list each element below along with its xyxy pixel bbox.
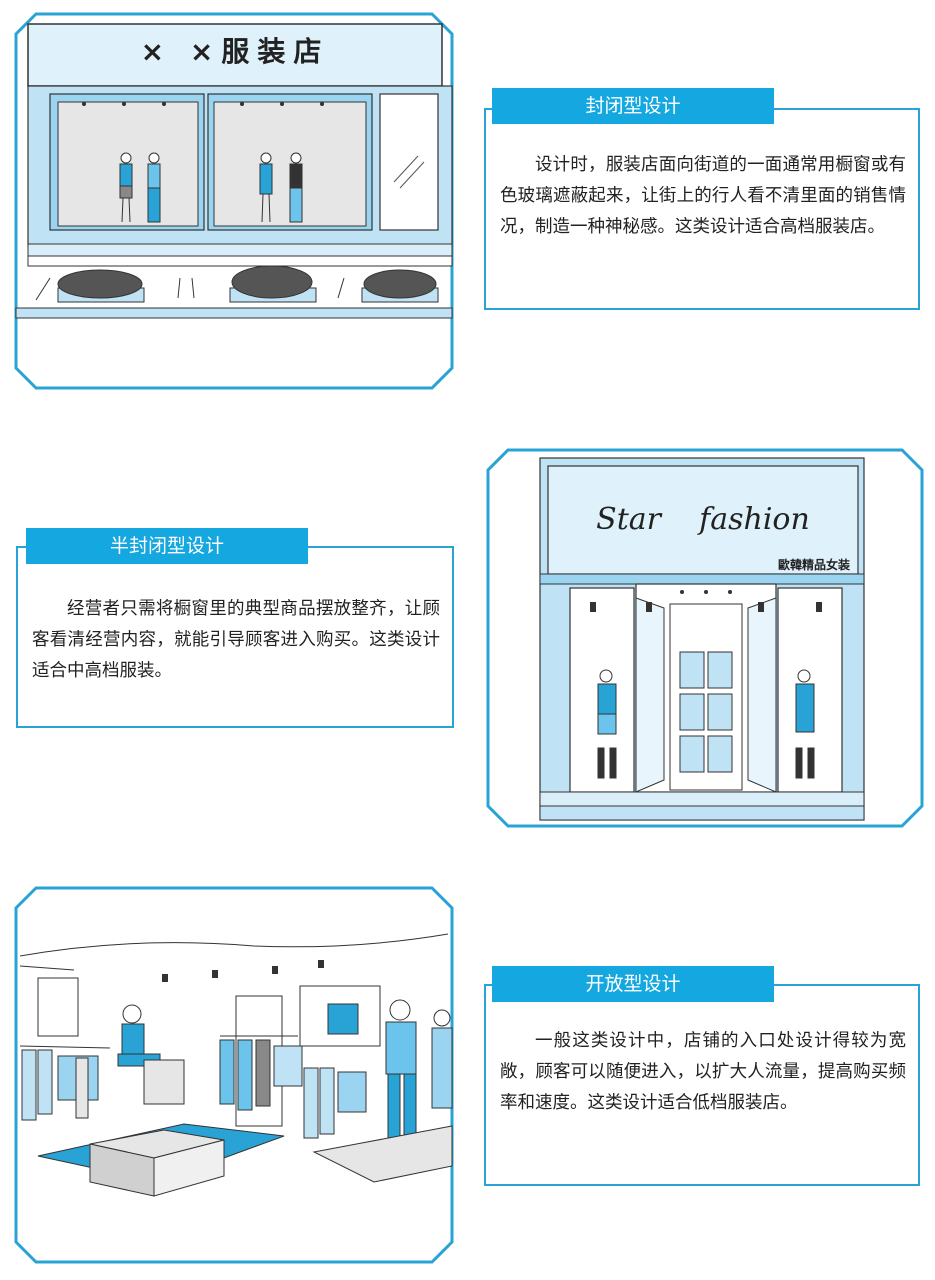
semi-closed-design-description: 经营者只需将橱窗里的典型商品摆放整齐，让顾客看清经营内容，就能引导顾客进入购买。… (32, 599, 440, 681)
semi-closed-design-title: 半封闭型设计 (26, 528, 308, 564)
closed-design-card: 设计时，服装店面向街道的一面通常用橱窗或有色玻璃遮蔽起来，让街上的行人看不清里面… (484, 108, 920, 310)
closed-design-title: 封闭型设计 (492, 88, 774, 124)
sign-subtitle: 歐韓精品女装 (777, 558, 850, 572)
star-fashion-sign: Star fashion (596, 502, 810, 537)
closed-design-description: 设计时，服装店面向街道的一面通常用橱窗或有色玻璃遮蔽起来，让街上的行人看不清里面… (500, 155, 906, 237)
closed-store-illustration (14, 12, 454, 390)
semi-closed-design-card: 经营者只需将橱窗里的典型商品摆放整齐，让顾客看清经营内容，就能引导顾客进入购买。… (16, 546, 454, 728)
open-store-illustration (14, 886, 454, 1264)
open-design-card: 一般这类设计中，店铺的入口处设计得较为宽敞，顾客可以随便进入，以扩大人流量，提高… (484, 984, 920, 1186)
open-design-title: 开放型设计 (492, 966, 774, 1002)
semi-closed-store-illustration (486, 448, 924, 828)
open-design-description: 一般这类设计中，店铺的入口处设计得较为宽敞，顾客可以随便进入，以扩大人流量，提高… (500, 1031, 906, 1113)
store-sign-text: × ×服装店 (140, 35, 330, 68)
